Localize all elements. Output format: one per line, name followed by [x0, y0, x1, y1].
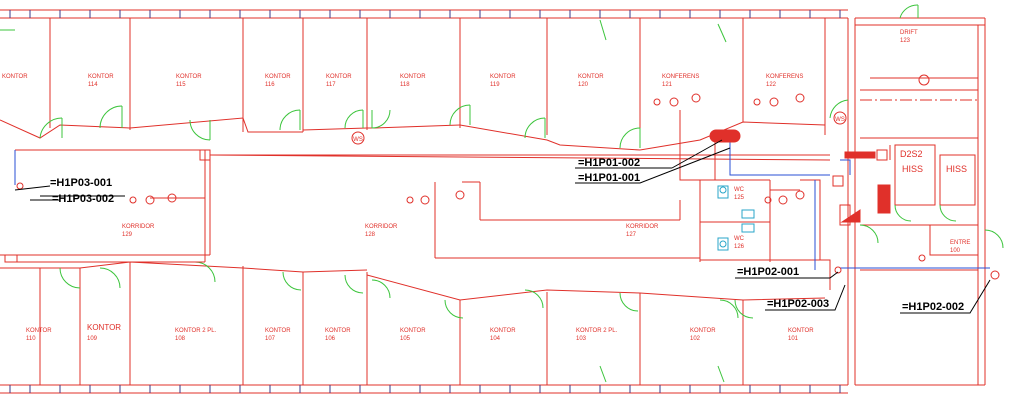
ws-marker-2: [833, 111, 847, 125]
special-labels: DRIFT 123 WC 125 WC 126 ENTRE 100 D2S2 H…: [734, 30, 970, 254]
room-name: KONTOR: [265, 74, 291, 80]
room-name: KONTOR: [690, 328, 716, 334]
room-name: KONFERENS: [662, 74, 699, 80]
building-walls: [0, 9, 986, 394]
room-number: 122: [766, 82, 777, 88]
room-name: KONTOR: [2, 74, 28, 80]
room-name: KONTOR: [788, 328, 814, 334]
equipment-tag: =H1P03-001: [50, 177, 112, 189]
room-number: 115: [176, 82, 186, 88]
equipment-tag: =H1P02-003: [767, 298, 829, 310]
room-name: KONTOR 2 PL.: [576, 328, 618, 334]
room-name: KONFERENS: [766, 74, 803, 80]
leader-lines: [14, 139, 991, 314]
room-name: KONTOR: [326, 74, 352, 80]
equipment-tag: =H1P02-001: [737, 266, 799, 278]
room-name: KONTOR: [87, 323, 121, 332]
equipment-tag: =H1P03-002: [52, 193, 114, 205]
room-number: 118: [400, 82, 410, 88]
equipment-tag: =H1P02-002: [902, 301, 964, 313]
room-name: KONTOR: [400, 74, 426, 80]
room-number: 121: [662, 82, 673, 88]
equipment-tag: =H1P01-002: [578, 157, 640, 169]
room-number: 109: [87, 336, 98, 342]
room-name: KONTOR: [578, 74, 604, 80]
room-number: 105: [400, 336, 411, 342]
room-number: 128: [365, 232, 376, 238]
wc-fixtures: [717, 185, 755, 251]
room-name: KORRIDOR: [122, 224, 155, 230]
doors: [0, 4, 1004, 383]
ws-markers: WS WS: [351, 111, 847, 145]
stair-label: D2S2: [900, 149, 923, 159]
room-number: 126: [734, 244, 745, 250]
equipment: [4, 74, 1000, 280]
room-name: KONTOR: [26, 328, 52, 334]
room-number: 127: [626, 232, 637, 238]
room-number: 100: [950, 248, 961, 254]
fan-units: [709, 129, 891, 223]
window-ticks: [9, 10, 841, 393]
equipment-tag: =H1P01-001: [578, 172, 640, 184]
room-number: 120: [578, 82, 589, 88]
room-name: KONTOR: [176, 74, 202, 80]
room-number: 123: [900, 38, 911, 44]
duct-lines: [5, 77, 978, 290]
ws-label-1: WS: [353, 137, 363, 143]
room-name: KONTOR: [490, 328, 516, 334]
room-number: 103: [576, 336, 587, 342]
room-number: 117: [326, 82, 336, 88]
supply-pipes: [14, 140, 990, 270]
room-name: KONTOR: [325, 328, 351, 334]
room-name: WC: [734, 187, 745, 193]
room-name: KONTOR: [265, 328, 291, 334]
room-name: KORRIDOR: [365, 224, 398, 230]
ws-label-2: WS: [835, 117, 845, 123]
room-number: 107: [265, 336, 276, 342]
room-name: KONTOR 2 PL.: [175, 328, 217, 334]
room-name: ENTRE: [950, 240, 970, 246]
room-name: KONTOR: [400, 328, 426, 334]
equipment-tags: =H1P03-001 =H1P03-002 =H1P01-002 =H1P01-…: [50, 157, 964, 313]
room-number: 114: [88, 82, 98, 88]
room-number: 102: [690, 336, 701, 342]
room-number: 119: [490, 82, 500, 88]
room-name: KONTOR: [88, 74, 114, 80]
room-number: 125: [734, 195, 745, 201]
room-number: 106: [325, 336, 336, 342]
room-name: KONTOR: [490, 74, 516, 80]
room-number: 101: [788, 336, 799, 342]
room-number: 116: [265, 82, 275, 88]
room-number: 104: [490, 336, 501, 342]
corridor-labels: KORRIDOR 129 KORRIDOR 128 KORRIDOR 127: [122, 224, 659, 238]
elevator-label-1: HISS: [902, 164, 923, 174]
room-number: 129: [122, 232, 133, 238]
elevator-label-2: HISS: [946, 164, 967, 174]
room-labels-top: KONTOR KONTOR 114 KONTOR 115 KONTOR 116 …: [2, 74, 803, 88]
room-number: 108: [175, 336, 186, 342]
room-labels-bottom: KONTOR 110 KONTOR 109 KONTOR 2 PL. 108 K…: [26, 323, 814, 342]
room-name: WC: [734, 236, 745, 242]
room-name: DRIFT: [900, 30, 918, 36]
room-number: 110: [26, 336, 36, 342]
room-name: KORRIDOR: [626, 224, 659, 230]
ws-marker-1: [351, 131, 365, 145]
